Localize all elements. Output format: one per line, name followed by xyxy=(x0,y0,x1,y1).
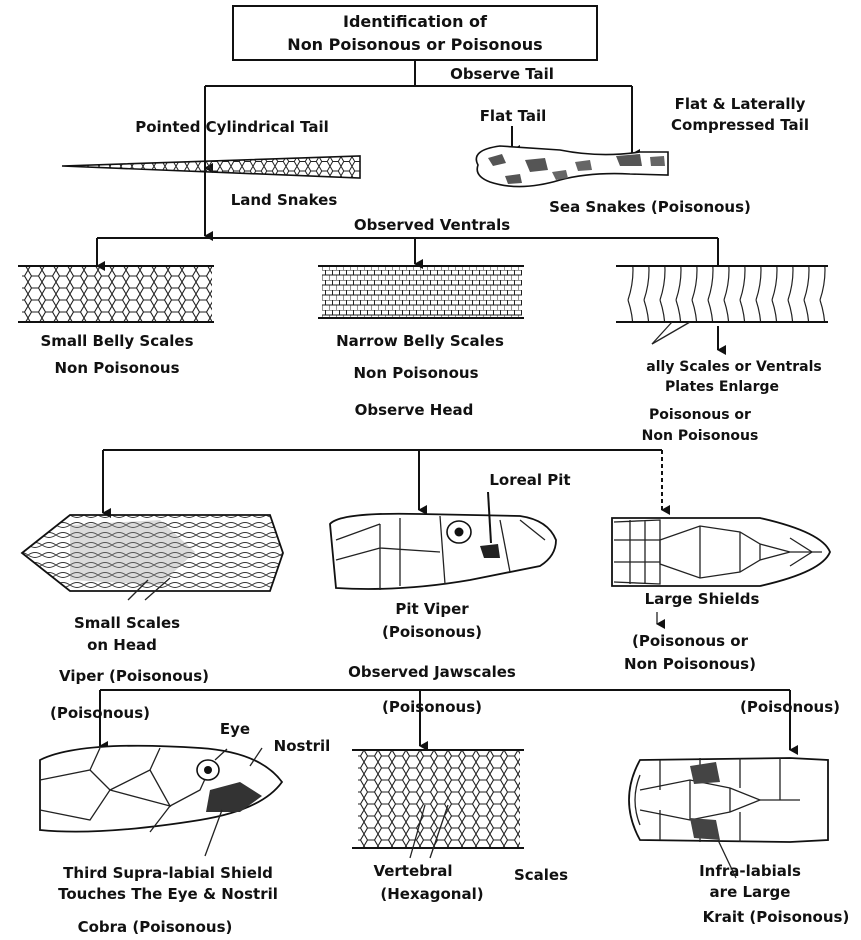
narrow-belly-nonpoison: Non Poisonous xyxy=(353,364,478,382)
flat-tail-label: Flat Tail xyxy=(480,107,547,125)
small-belly-label: Small Belly Scales xyxy=(40,332,193,350)
head-connectors xyxy=(103,450,662,513)
vertebral-label-1: Vertebral xyxy=(373,862,452,880)
pit-viper-label-2: (Poisonous) xyxy=(382,623,482,641)
flat-lateral-label-1: Flat & Laterally xyxy=(675,95,806,113)
eye-label: Eye xyxy=(220,720,250,738)
krait-head-illustration xyxy=(629,758,828,878)
flat-lateral-label-2: Compressed Tail xyxy=(671,116,809,134)
title-line-2: Non Poisonous or Poisonous xyxy=(287,35,542,54)
small-scales-label-1: Small Scales xyxy=(74,614,180,632)
vertebral-scales-word: Scales xyxy=(514,866,568,884)
large-shields-label: Large Shields xyxy=(645,590,760,608)
small-belly-scales-illustration xyxy=(18,266,214,322)
cobra-desc-2: Touches The Eye & Nostril xyxy=(58,885,278,903)
step-observe-tail: Observe Tail xyxy=(450,65,554,83)
enlarged-ventrals-label-3: Poisonous or xyxy=(649,407,751,423)
viper-head-illustration xyxy=(22,515,283,600)
krait-desc-2: are Large xyxy=(710,883,791,901)
krait-label: Krait (Poisonous) xyxy=(703,908,850,926)
large-shields-head-illustration xyxy=(612,518,830,586)
pointed-tail-label: Pointed Cylindrical Tail xyxy=(135,118,329,136)
pit-viper-label-1: Pit Viper xyxy=(395,600,469,618)
loreal-pit-label: Loreal Pit xyxy=(489,471,570,489)
vertebral-scales-illustration xyxy=(352,750,524,858)
sea-snakes-label: Sea Snakes (Poisonous) xyxy=(549,198,751,216)
sea-snake-tail-illustration xyxy=(476,146,668,187)
vertebral-label-2: (Hexagonal) xyxy=(380,885,483,903)
small-belly-nonpoison: Non Poisonous xyxy=(54,359,179,377)
nostril-label: Nostril xyxy=(274,737,331,755)
narrow-belly-label: Narrow Belly Scales xyxy=(336,332,504,350)
step-observe-head: Observe Head xyxy=(355,401,474,419)
large-shields-label-1: (Poisonous or xyxy=(632,632,749,650)
enlarged-ventrals-illustration xyxy=(616,266,828,350)
land-snakes-label: Land Snakes xyxy=(231,191,338,209)
small-scales-label-2: on Head xyxy=(87,636,157,654)
large-shields-label-2: Non Poisonous) xyxy=(624,655,756,673)
title-box: Identification of Non Poisonous or Poiso… xyxy=(233,6,597,60)
cobra-head-illustration xyxy=(40,746,282,856)
pit-viper-head-illustration xyxy=(330,492,556,590)
cobra-poisonous-top: (Poisonous) xyxy=(50,704,150,722)
viper-label: Viper (Poisonous) xyxy=(59,667,209,685)
enlarged-ventrals-label-2: Plates Enlarge xyxy=(665,379,779,395)
vertebral-poisonous-top: (Poisonous) xyxy=(382,698,482,716)
ventral-connectors xyxy=(97,238,718,266)
cobra-desc-1: Third Supra-labial Shield xyxy=(63,864,273,882)
krait-poisonous-top: (Poisonous) xyxy=(740,698,840,716)
step-observed-ventrals: Observed Ventrals xyxy=(354,216,510,234)
step-observed-jawscales: Observed Jawscales xyxy=(348,663,516,681)
cobra-label: Cobra (Poisonous) xyxy=(78,918,233,936)
enlarged-ventrals-label-1: ally Scales or Ventrals xyxy=(646,359,821,375)
title-line-1: Identification of xyxy=(343,12,488,31)
enlarged-ventrals-label-4: Non Poisonous xyxy=(642,428,759,444)
narrow-belly-scales-illustration xyxy=(318,266,524,318)
pointed-tail-illustration xyxy=(62,156,360,178)
krait-desc-1: Infra-labials xyxy=(699,862,801,880)
